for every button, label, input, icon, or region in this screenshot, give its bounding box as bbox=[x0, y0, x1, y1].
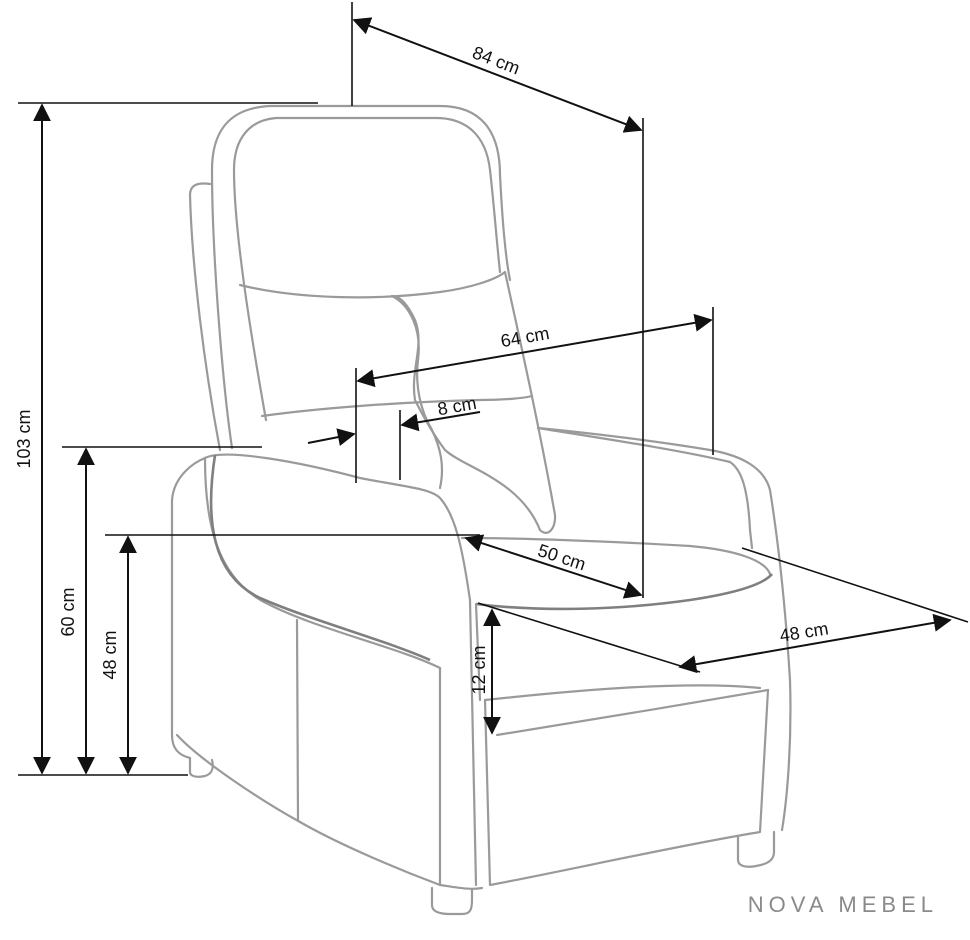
left-back-foot bbox=[188, 756, 214, 778]
dim-8-arrow-left bbox=[307, 428, 356, 446]
dim-84-arrow bbox=[352, 17, 643, 133]
label-60: 60 cm bbox=[58, 587, 78, 636]
dim-8-arrow-right bbox=[400, 411, 481, 432]
left-wing bbox=[188, 182, 222, 452]
footrest-front bbox=[483, 688, 770, 887]
label-103: 103 cm bbox=[14, 409, 34, 468]
dim-64-arrow bbox=[356, 313, 713, 388]
dimension-lines bbox=[18, 2, 969, 776]
seat-front-edge bbox=[475, 573, 773, 611]
label-64: 64 cm bbox=[499, 323, 551, 351]
left-armrest-top bbox=[203, 453, 478, 887]
armchair-outline bbox=[170, 104, 792, 916]
right-front-foot bbox=[736, 830, 776, 868]
backrest-outer bbox=[210, 104, 512, 450]
right-armrest-inner bbox=[536, 426, 754, 550]
seat-back-cushion bbox=[260, 394, 534, 418]
right-armrest-top bbox=[536, 426, 792, 832]
label-48-seat: 48 cm bbox=[100, 630, 120, 679]
footrest-seam bbox=[495, 688, 770, 737]
left-armrest-inner bbox=[203, 456, 442, 887]
left-armrest-panel bbox=[175, 618, 442, 887]
footrest-top bbox=[483, 684, 762, 702]
label-84: 84 cm bbox=[470, 42, 523, 78]
ext-footrest-back bbox=[477, 602, 701, 673]
left-front-foot bbox=[430, 886, 474, 916]
label-12: 12 cm bbox=[469, 645, 489, 694]
dim-50-arrow bbox=[464, 534, 643, 599]
backrest-inner bbox=[232, 116, 502, 422]
left-armrest-front bbox=[170, 456, 207, 760]
seat-side bbox=[474, 602, 482, 702]
label-8: 8 cm bbox=[436, 393, 478, 419]
brand-logo-text: NOVA MEBEL bbox=[748, 892, 938, 917]
dim-48-footrest-arrow bbox=[678, 613, 952, 674]
left-front-base bbox=[438, 883, 484, 890]
seat-top bbox=[460, 536, 772, 576]
ext-footrest-front bbox=[741, 547, 969, 623]
left-armrest-seam bbox=[209, 454, 431, 662]
